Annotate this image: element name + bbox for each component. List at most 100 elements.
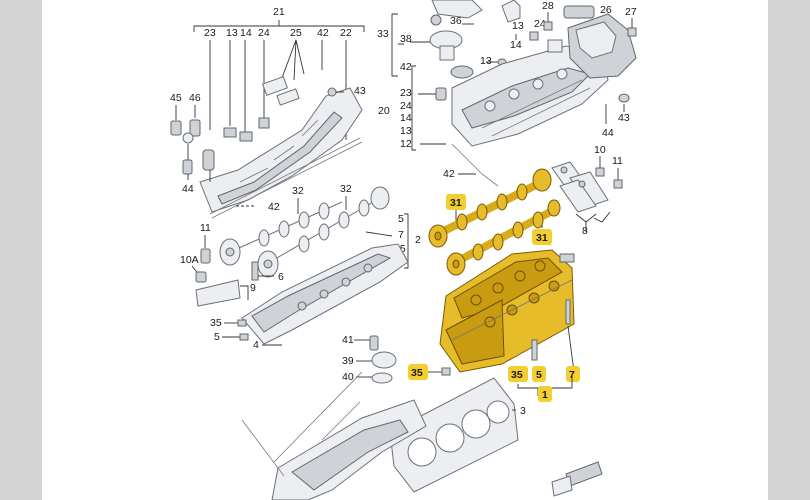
highlight-35b [508, 366, 528, 382]
label-35b: 35 [210, 317, 222, 329]
label-28: 28 [542, 0, 554, 12]
lower-camshaft-housing [241, 243, 409, 345]
label-13: 13 [226, 27, 238, 39]
flange-39 [371, 351, 397, 369]
left-lower-fasteners: 11 10A 9 6 35 5 4 [180, 222, 284, 351]
label-42: 42 [317, 27, 329, 39]
label-41: 41 [342, 334, 354, 346]
highlight-35a [408, 364, 428, 380]
label-1: 1 [542, 389, 548, 401]
bolt-45 [170, 120, 182, 136]
label-27: 27 [625, 6, 637, 18]
label-10: 10 [594, 144, 606, 156]
label-31b: 31 [536, 232, 548, 244]
gasket-42: 42 [236, 201, 280, 213]
label-13b: 13 [480, 55, 492, 67]
exploded-parts-diagram: 21 23 13 14 24 25 42 22 45 46 44 [170, 0, 637, 500]
label-21: 21 [273, 6, 285, 18]
label-20-13: 13 [400, 125, 412, 137]
engine-block [241, 371, 603, 500]
label-45: 45 [170, 92, 182, 104]
rocker-assembly: 10 11 8 [551, 144, 623, 237]
label-44b: 44 [602, 127, 614, 139]
label-39: 39 [342, 355, 354, 367]
label-23: 23 [204, 27, 216, 39]
label-2: 2 [415, 234, 421, 246]
bolt-43-left [327, 87, 337, 97]
label-24b: 24 [534, 18, 546, 30]
label-13c: 13 [512, 20, 524, 32]
label-25: 25 [290, 27, 302, 39]
camshafts-left: 32 32 [219, 183, 390, 278]
label-33: 33 [377, 28, 389, 40]
label-20-23: 23 [400, 87, 412, 99]
label-9: 9 [250, 282, 256, 294]
head-gasket: 3 [389, 377, 526, 493]
breather-hose-25 [261, 75, 289, 97]
label-43: 43 [354, 85, 366, 97]
label-22: 22 [340, 27, 352, 39]
label-14b: 14 [510, 39, 522, 51]
label-44: 44 [182, 183, 194, 195]
highlight-5 [532, 366, 546, 382]
label-11b: 11 [612, 155, 623, 167]
label-20-14: 14 [400, 112, 412, 124]
label-20-24: 24 [400, 100, 412, 112]
highlight-31a [446, 194, 466, 210]
bracket-20: 20 42 23 24 14 13 12 42 [378, 61, 499, 187]
label-3: 3 [520, 405, 526, 417]
label-24: 24 [258, 27, 270, 39]
stud-44 [182, 159, 193, 175]
sensor-23 [202, 149, 215, 171]
oil-filler-seal [450, 65, 474, 79]
label-4: 4 [253, 339, 259, 351]
diagram-canvas: 21 23 13 14 24 25 42 22 45 46 44 [42, 0, 768, 500]
label-42b: 42 [268, 201, 280, 213]
label-40: 40 [342, 371, 354, 383]
head-plug [559, 253, 575, 263]
label-20-42: 42 [400, 61, 412, 73]
left-fasteners: 45 46 44 [170, 92, 201, 195]
label-5c: 5 [536, 369, 542, 381]
label-26: 26 [600, 4, 612, 16]
label-6: 6 [278, 271, 284, 283]
valve-cover-sublabels: 23 13 14 24 25 42 22 [204, 27, 352, 140]
head-callouts: 35 35 5 7 1 [408, 364, 580, 402]
camshafts-right: 31 31 [428, 168, 561, 276]
washer [182, 132, 194, 144]
label-31a: 31 [450, 197, 462, 209]
valve-cover-left: 43 [199, 75, 366, 219]
highlight-31b [532, 229, 552, 245]
label-36: 36 [450, 15, 462, 27]
right-cover-fasteners: 43 44 [602, 93, 630, 139]
highlight-7 [566, 366, 580, 382]
bracket-21: 21 [193, 6, 365, 32]
label-35d: 35 [511, 369, 523, 381]
bolt-7 [565, 299, 571, 325]
label-46: 46 [189, 92, 201, 104]
timing-cover-26: 26 27 [563, 4, 637, 79]
label-7: 7 [398, 229, 404, 241]
oring-40 [371, 372, 393, 384]
label-43b: 43 [618, 112, 630, 124]
seal-13 [223, 127, 237, 138]
label-11: 11 [200, 222, 211, 234]
label-32a: 32 [292, 185, 304, 197]
bolt-46 [189, 119, 201, 137]
label-5b: 5 [214, 331, 220, 343]
label-32b: 32 [340, 183, 352, 195]
label-38: 38 [400, 33, 412, 45]
label-35c: 35 [411, 367, 423, 379]
highlight-1 [538, 386, 552, 402]
label-5: 5 [398, 213, 404, 225]
label-20: 20 [378, 105, 390, 117]
label-10A: 10A [180, 254, 199, 266]
sensor-23-right [435, 87, 447, 101]
seal-14 [239, 131, 253, 142]
label-42c: 42 [443, 168, 455, 180]
cap-24 [258, 117, 270, 129]
label-8: 8 [582, 225, 588, 237]
breather-part-25 [276, 88, 300, 106]
dowel-5 [531, 339, 538, 361]
label-14: 14 [240, 27, 252, 39]
